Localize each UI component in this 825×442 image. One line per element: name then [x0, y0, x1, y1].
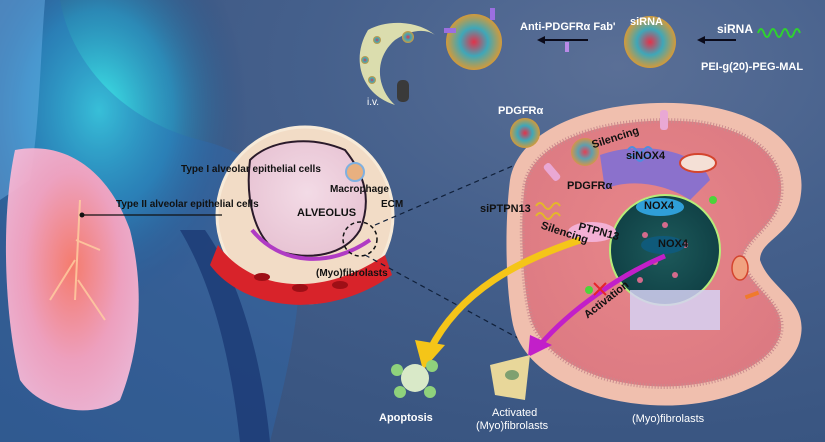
fab-label: Anti-PDGFRα Fab': [520, 21, 616, 33]
activation-arrow: [538, 253, 666, 347]
nox4-bottom-label: NOX4: [658, 238, 688, 250]
alveolus-title: ALVEOLUS: [297, 207, 357, 219]
nanoparticle-synthesis-scheme: [359, 8, 801, 105]
apoptosis-label: Apoptosis: [379, 412, 433, 424]
nox4-top-label: NOX4: [644, 200, 674, 212]
fibroblast-label: (Myo)fibrolasts: [316, 268, 388, 279]
type2-cells-label: Type II alveolar epithelial cells: [116, 199, 259, 210]
alveolus-magnified-view: [210, 125, 395, 305]
type1-cells-label: Type I alveolar epithelial cells: [181, 164, 321, 175]
activated-myofibroblast-icon: [490, 355, 530, 400]
pdgfra-membrane-label: PDGFRα: [567, 180, 613, 192]
apoptotic-cell-icon: [391, 360, 438, 398]
zoom-line-top: [374, 164, 516, 226]
activated-label-line1: Activated: [492, 407, 538, 419]
sinox4-label: siNOX4: [626, 150, 666, 162]
iv-injection-label: i.v.: [367, 97, 380, 108]
siptpn13-label: siPTPN13: [480, 203, 531, 215]
cell-label: (Myo)fibrolasts: [632, 413, 705, 425]
inhibition-x-icon: [593, 282, 607, 296]
macrophage-label: Macrophage: [330, 184, 389, 195]
apoptosis-arrow: [426, 236, 582, 352]
zoom-line-bottom: [364, 254, 541, 351]
polymer-label: PEI-g(20)-PEG-MAL: [701, 61, 804, 73]
ecm-label: ECM: [381, 199, 404, 210]
pdgfra-outside-label: PDGFRα: [498, 105, 544, 117]
myofibroblast-cell: [506, 102, 802, 406]
sirna-label: siRNA: [630, 16, 664, 28]
sirna-title: siRNA: [717, 22, 754, 36]
activated-label-line2: (Myo)fibrolasts: [476, 420, 549, 432]
